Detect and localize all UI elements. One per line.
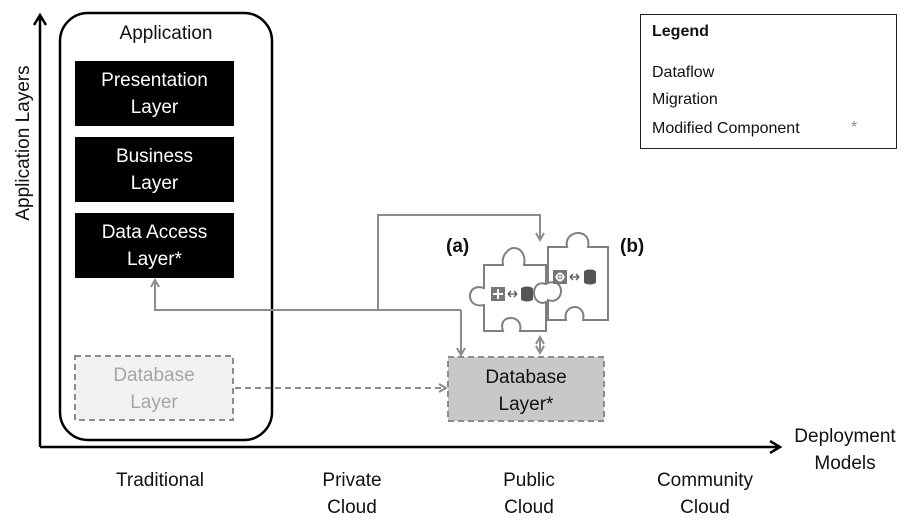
database-layer-original-box (74, 355, 234, 421)
database-migrated-line1: Database (485, 367, 567, 388)
deployment-model-line2: Cloud (327, 497, 377, 518)
legend-modified-symbol: * (851, 119, 858, 136)
legend-title: Legend (652, 23, 709, 40)
data-access-layer: Data Access Layer* (75, 213, 234, 278)
x-axis-label-line1: Deployment (794, 426, 896, 447)
puzzle-piece-a-icon (468, 246, 547, 332)
dataflow-arrow-to-data-access (155, 280, 461, 311)
database-original-line2: Layer (130, 392, 178, 413)
deployment-model-line2: Cloud (680, 497, 730, 518)
database-layer-original: Database Layer (75, 362, 233, 416)
layer-label-line1: Business (115, 145, 194, 167)
puzzle-piece-b-icon (547, 231, 609, 321)
option-b-label: (b) (620, 236, 645, 257)
deployment-model-line1: Traditional (115, 470, 204, 491)
layer-label-line1: Data Access (101, 221, 208, 243)
deployment-model-line2: Cloud (504, 497, 554, 518)
x-axis-label: Deployment Models (778, 423, 912, 477)
presentation-layer: Presentation Layer (75, 61, 234, 126)
y-axis-label: Application Layers (13, 65, 34, 221)
layer-label-line1: Presentation (101, 69, 208, 91)
application-title: Application (119, 23, 213, 44)
deployment-model-private-cloud: Private Cloud (282, 467, 422, 521)
application-container (58, 11, 274, 442)
database-migrated-line2: Layer* (498, 394, 554, 415)
deployment-model-community-cloud: Community Cloud (635, 467, 775, 521)
legend-modified-label: Modified Component (652, 120, 800, 137)
legend-dataflow-label: Dataflow (652, 64, 715, 81)
deployment-model-line1: Public (503, 470, 555, 491)
legend-migration-label: Migration (652, 91, 718, 108)
option-a-label: (a) (446, 236, 470, 257)
legend-box: Legend Dataflow Migration Modified Compo… (640, 14, 897, 149)
database-layer-migrated: Database Layer* (448, 364, 604, 418)
deployment-model-line1: Private (322, 470, 382, 491)
deployment-model-public-cloud: Public Cloud (459, 467, 599, 521)
business-layer: Business Layer (75, 137, 234, 202)
layer-label-line2: Layer (130, 172, 179, 194)
x-axis-label-line2: Models (814, 453, 876, 474)
deployment-model-line1: Community (656, 470, 754, 491)
deployment-model-traditional: Traditional (90, 467, 230, 494)
layer-label-line2: Layer* (127, 248, 182, 270)
database-original-line1: Database (113, 365, 195, 386)
database-layer-migrated-box (447, 356, 605, 422)
dataflow-arrow-to-puzzle (377, 214, 540, 310)
layer-label-line2: Layer (130, 96, 179, 118)
